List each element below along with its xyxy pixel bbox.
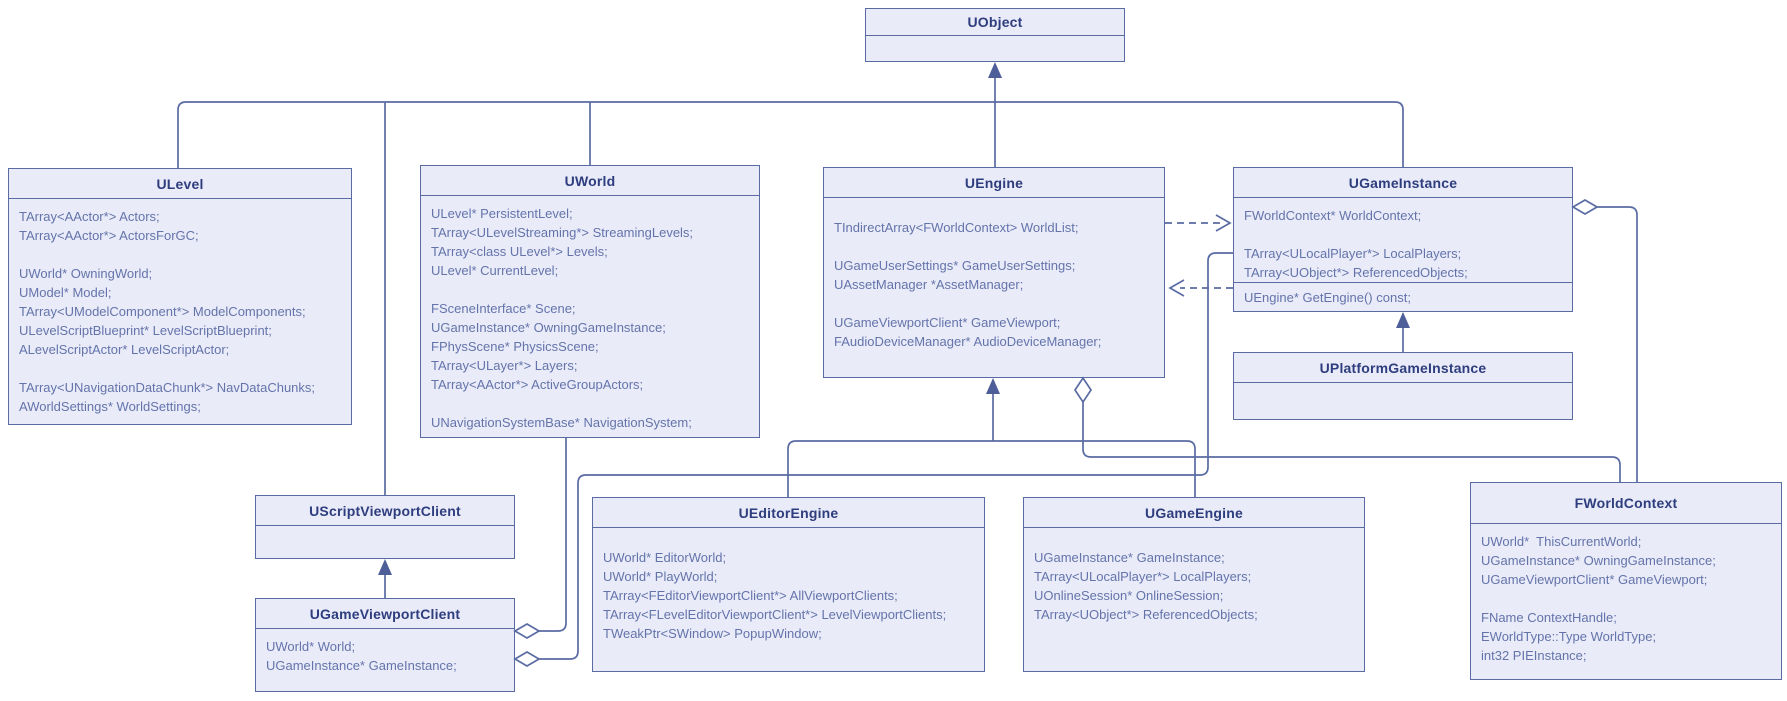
class-box-ulevel[interactable]: ULevel TArray<AActor*> Actors;TArray<AAc… [8, 168, 352, 425]
member-line: TArray<ULayer*> Layers; [431, 358, 578, 373]
member-line: TArray<UNavigationDataChunk*> NavDataChu… [19, 380, 316, 395]
class-box-ugameinstance[interactable]: UGameInstance FWorldContext* WorldContex… [1233, 167, 1573, 312]
class-attributes: UWorld* World; UGameInstance* GameInstanc… [256, 629, 514, 691]
inheritance-arrowhead-ugameinstance-icon [1396, 312, 1410, 328]
member-line: ALevelScriptActor* LevelScriptActor; [19, 342, 230, 357]
member-line: UModel* Model; [19, 285, 112, 300]
member-line: TIndirectArray<FWorldContext> WorldList; [834, 220, 1079, 235]
class-box-uobject[interactable]: UObject [865, 8, 1125, 62]
member-line: TWeakPtr<SWindow> PopupWindow; [603, 626, 822, 641]
class-title: UGameInstance [1234, 168, 1572, 198]
aggregation-diamond-ugameinstance-icon [1571, 199, 1599, 215]
class-attributes: TArray<AActor*> Actors; TArray<AActor*> A… [9, 199, 351, 424]
member-line: TArray<AActor*> Actors; [19, 209, 160, 224]
class-title: UObject [866, 9, 1124, 36]
member-line: TArray<ULocalPlayer*> LocalPlayers; [1244, 246, 1462, 261]
class-attributes: UGameInstance* GameInstance; TArray<ULoca… [1024, 528, 1364, 671]
member-line: FSceneInterface* Scene; [431, 301, 576, 316]
class-box-uplatformgameinstance[interactable]: UPlatformGameInstance [1233, 352, 1573, 420]
edge-inheritance-bus-engines [787, 440, 1196, 497]
member-line: UWorld* OwningWorld; [19, 266, 153, 281]
aggregation-diamond-uengine-icon [1073, 376, 1093, 404]
member-line: ULevel* PersistentLevel; [431, 206, 573, 221]
open-arrowhead-right-icon [1215, 214, 1232, 232]
class-attributes: UWorld* EditorWorld; UWorld* PlayWorld; TA… [593, 528, 984, 671]
member-line: UWorld* PlayWorld; [603, 569, 718, 584]
class-attributes: TIndirectArray<FWorldContext> WorldList;… [824, 198, 1164, 377]
class-box-uscriptviewportclient[interactable]: UScriptViewportClient [255, 495, 515, 559]
member-line: UWorld* World; [266, 639, 356, 654]
class-attributes: FWorldContext* WorldContext; TArray<ULoca… [1234, 198, 1572, 282]
member-line: TArray<AActor*> ActiveGroupActors; [431, 377, 644, 392]
member-line: TArray<ULocalPlayer*> LocalPlayers; [1034, 569, 1252, 584]
class-title: ULevel [9, 169, 351, 199]
member-line: UGameInstance* GameInstance; [266, 658, 457, 673]
edge-ugameinstance-aggregates-fworldcontext [1597, 206, 1638, 482]
member-line: EWorldType::Type WorldType; [1481, 629, 1657, 644]
member-line: ULevel* CurrentLevel; [431, 263, 559, 278]
member-line: int32 PIEInstance; [1481, 648, 1587, 663]
class-box-uworld[interactable]: UWorld ULevel* PersistentLevel; TArray<UL… [420, 165, 760, 438]
member-line: AWorldSettings* WorldSettings; [19, 399, 201, 414]
member-line: TArray<UModelComponent*> ModelComponents… [19, 304, 306, 319]
member-line: UOnlineSession* OnlineSession; [1034, 588, 1224, 603]
class-title: UScriptViewportClient [256, 496, 514, 526]
class-box-fworldcontext[interactable]: FWorldContext UWorld* ThisCurrentWorld;U… [1470, 482, 1782, 680]
member-line: TArray<class ULevel*> Levels; [431, 244, 608, 259]
member-line: FWorldContext* WorldContext; [1244, 208, 1422, 223]
member-line: TArray<UObject*> ReferencedObjects; [1244, 265, 1468, 280]
class-box-ueditorengine[interactable]: UEditorEngine UWorld* EditorWorld;UWorld… [592, 497, 985, 672]
member-line: TArray<FLevelEditorViewportClient*> Leve… [603, 607, 947, 622]
edge-uengine-aggregates-fworldcontext [1082, 402, 1621, 482]
edge-ugameviewportclient-aggregates-gameinstance [539, 252, 1233, 660]
member-line: FPhysScene* PhysicsScene; [431, 339, 599, 354]
member-line: UGameInstance* OwningGameInstance; [431, 320, 666, 335]
class-title: FWorldContext [1471, 483, 1781, 524]
class-methods: UEngine* GetEngine() const; [1234, 282, 1572, 311]
member-line: UGameUserSettings* GameUserSettings; [834, 258, 1076, 273]
inheritance-arrowhead-uscriptviewportclient-icon [378, 559, 392, 575]
member-line: UGameInstance* OwningGameInstance; [1481, 553, 1716, 568]
member-line: FAudioDeviceManager* AudioDeviceManager; [834, 334, 1102, 349]
class-title: UWorld [421, 166, 759, 196]
open-arrowhead-left-icon [1168, 279, 1185, 297]
member-line: TArray<AActor*> ActorsForGC; [19, 228, 199, 243]
member-line: TArray<UObject*> ReferencedObjects; [1034, 607, 1258, 622]
member-line: ULevelScriptBlueprint* LevelScriptBluepr… [19, 323, 272, 338]
class-title: UEngine [824, 168, 1164, 198]
edge-ugameviewportclient-aggregates-world [539, 438, 567, 632]
inheritance-arrowhead-uengine-icon [986, 378, 1000, 394]
class-box-ugameviewportclient[interactable]: UGameViewportClient UWorld* World; UGameI… [255, 598, 515, 692]
member-line: UNavigationSystemBase* NavigationSystem; [431, 415, 692, 430]
member-line: TArray<ULevelStreaming*> StreamingLevels… [431, 225, 694, 240]
member-line: UGameViewportClient* GameViewport; [1481, 572, 1708, 587]
class-attributes: UWorld* ThisCurrentWorld; UGameInstance* … [1471, 524, 1781, 679]
class-title: UGameViewportClient [256, 599, 514, 629]
member-line: UGameInstance* GameInstance; [1034, 550, 1225, 565]
class-title: UEditorEngine [593, 498, 984, 528]
member-line: UGameViewportClient* GameViewport; [834, 315, 1061, 330]
class-title: UGameEngine [1024, 498, 1364, 528]
class-box-uengine[interactable]: UEngine TIndirectArray<FWorldContext> Wo… [823, 167, 1165, 378]
class-title: UPlatformGameInstance [1234, 353, 1572, 383]
aggregation-diamond-gvc-gameinstance-icon [513, 651, 541, 667]
member-line: UWorld* ThisCurrentWorld; [1481, 534, 1642, 549]
member-line: UAssetManager *AssetManager; [834, 277, 1024, 292]
class-box-ugameengine[interactable]: UGameEngine UGameInstance* GameInstance;… [1023, 497, 1365, 672]
class-attributes: ULevel* PersistentLevel; TArray<ULevelStr… [421, 196, 759, 437]
aggregation-diamond-gvc-world-icon [513, 623, 541, 639]
inheritance-arrowhead-uobject-icon [988, 62, 1002, 78]
member-line: TArray<FEditorViewportClient*> AllViewpo… [603, 588, 898, 603]
member-line: UEngine* GetEngine() const; [1244, 290, 1411, 305]
member-line: FName ContextHandle; [1481, 610, 1617, 625]
edge-inheritance-bus-top [177, 101, 1404, 168]
member-line: UWorld* EditorWorld; [603, 550, 727, 565]
